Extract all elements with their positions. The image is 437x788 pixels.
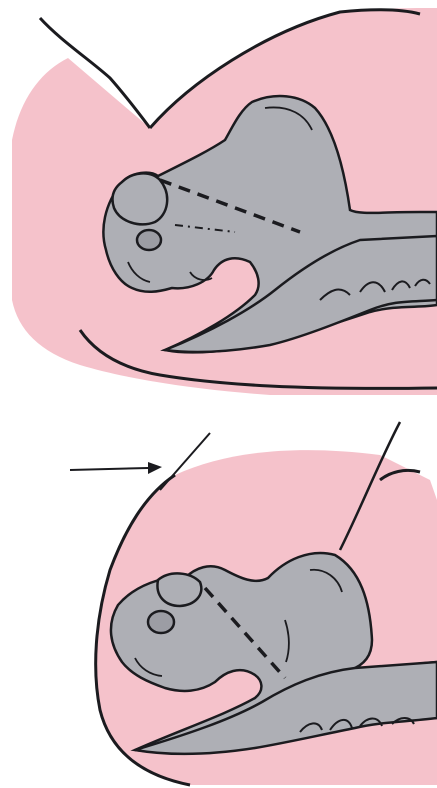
illustration-top-svg	[0, 0, 437, 400]
oval-structure	[148, 611, 174, 633]
arrow-shaft	[70, 468, 148, 470]
arrow-callout	[70, 462, 162, 474]
oval-structure	[137, 230, 161, 250]
arrow-head	[148, 462, 162, 474]
illustration-panel-top	[0, 0, 437, 400]
tissue-nodule	[157, 573, 201, 606]
illustration-bottom-svg	[0, 400, 437, 788]
illustration-panel-bottom	[0, 400, 437, 788]
